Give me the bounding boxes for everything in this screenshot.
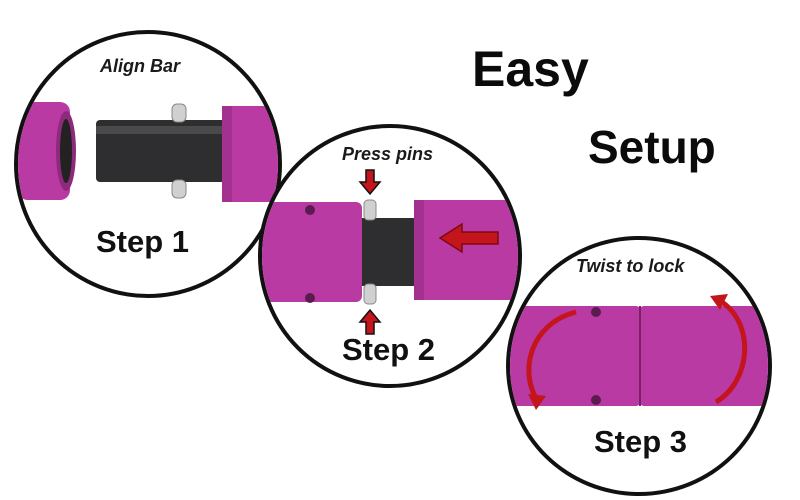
right-foam-tube: [640, 306, 768, 406]
step-3-label: Step 3: [594, 424, 688, 459]
spring-pin-bottom: [171, 179, 187, 199]
press-down-arrow-icon: [358, 169, 382, 196]
press-up-arrow-icon: [358, 308, 382, 335]
foam-hole-top: [591, 307, 601, 317]
metal-bar: [96, 120, 236, 182]
step-2-illustration: [262, 169, 518, 335]
step-1-illustration: [18, 102, 278, 202]
step-3-circle: Twist to lock Step 3: [506, 236, 772, 496]
spring-pin-top: [171, 103, 187, 123]
twist-arrow-right-icon: [714, 299, 748, 405]
right-foam-tube: [414, 200, 518, 300]
headline-easy: Easy: [472, 41, 589, 97]
foam-hole-bottom: [591, 395, 601, 405]
step-3-caption: Twist to lock: [576, 256, 685, 276]
left-foam-tube: [262, 202, 362, 302]
step-3-illustration: [510, 294, 768, 410]
foam-hole-bottom: [305, 293, 315, 303]
spring-pin-top: [363, 199, 377, 221]
step-1-caption: Align Bar: [100, 56, 181, 76]
foam-hole-top: [305, 205, 315, 215]
headline-setup: Setup: [588, 121, 716, 173]
step-1-circle: Align Bar Step 1: [14, 30, 282, 298]
step-2-caption: Press pins: [342, 144, 434, 164]
step-2-label: Step 2: [342, 332, 436, 367]
foam-tube-hole: [60, 119, 72, 183]
left-foam-tube: [18, 102, 70, 200]
spring-pin-bottom: [363, 283, 377, 305]
right-foam-tube: [222, 106, 278, 202]
push-left-arrow-icon: [438, 222, 499, 254]
step-2-circle: Press pins Step 2: [258, 124, 522, 388]
twist-arrow-left-icon: [526, 309, 577, 400]
metal-bar: [362, 218, 420, 286]
step-1-label: Step 1: [96, 224, 190, 259]
